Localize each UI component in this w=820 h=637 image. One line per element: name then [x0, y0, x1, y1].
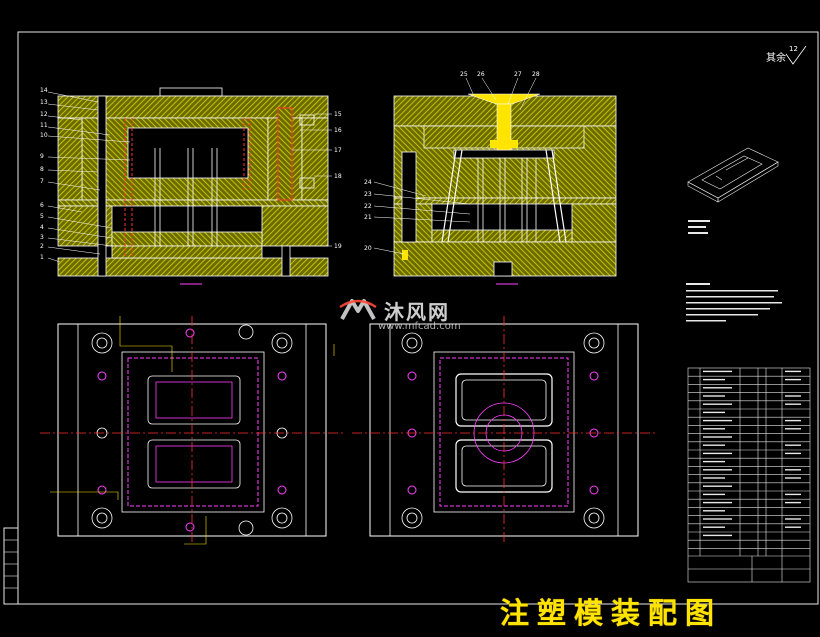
svg-text:16: 16 [334, 127, 342, 134]
svg-text:20: 20 [364, 245, 372, 252]
side-strip-lines [4, 539, 18, 589]
part-notes [688, 220, 710, 234]
table-cell-mark [785, 477, 801, 479]
table-cell-mark [785, 501, 801, 504]
table-cell-mark [703, 452, 732, 455]
svg-text:13: 13 [40, 99, 48, 106]
svg-text:24: 24 [364, 179, 372, 186]
table-cell-mark [703, 444, 725, 446]
svg-text:8: 8 [40, 166, 44, 173]
svg-text:其余: 其余 [766, 51, 786, 64]
table-cell-mark [703, 501, 732, 504]
svg-text:6: 6 [40, 202, 44, 209]
svg-text:1: 1 [40, 254, 44, 261]
table-cell-mark [785, 518, 801, 520]
section-view-right [393, 93, 617, 277]
watermark-url: www.mfcad.com [378, 321, 461, 332]
table-cell-mark [785, 444, 801, 446]
svg-text:5: 5 [40, 213, 44, 220]
svg-text:26: 26 [477, 71, 485, 78]
table-cell-mark [703, 510, 725, 512]
part-labels-left: 14 13 12 11 10 9 8 7 6 5 4 3 2 1 [40, 87, 48, 261]
part-labels-top: 25 26 27 28 [460, 71, 540, 78]
leaders-top [465, 77, 537, 111]
table-cell-mark [703, 419, 732, 422]
part-labels-right: 15 16 17 18 19 [334, 111, 342, 250]
svg-text:4: 4 [40, 224, 44, 231]
leaders-side [373, 181, 471, 255]
table-cell-mark [703, 428, 725, 430]
table-cell-mark [703, 460, 725, 463]
svg-text:18: 18 [334, 173, 342, 180]
table-cell-mark [785, 526, 801, 528]
drawing-border [17, 31, 819, 605]
parts-list-table [687, 367, 811, 583]
table-cell-mark [703, 485, 732, 487]
side-strip [3, 527, 19, 605]
plan-view-fixed-half [352, 316, 656, 544]
svg-text:21: 21 [364, 214, 372, 221]
table-cell-mark [703, 387, 732, 389]
part-isometric-view [687, 147, 779, 203]
table-cell-mark [785, 469, 801, 471]
drawing-title: 注塑模装配图 [500, 596, 723, 630]
part-labels-side: 24 23 22 21 20 [364, 179, 372, 252]
table-cell-mark [703, 469, 732, 471]
parts-list-text [703, 370, 801, 537]
table-cell-mark [785, 370, 801, 373]
table-cell-mark [703, 395, 725, 397]
plan-view-moving-half [40, 316, 344, 545]
table-cell-mark [703, 411, 725, 414]
svg-text:12: 12 [40, 111, 48, 118]
table-cell-mark [785, 428, 801, 430]
table-cell-mark [703, 370, 732, 373]
table-cell-mark [785, 452, 801, 455]
table-cell-mark [785, 403, 801, 405]
svg-text:3: 3 [40, 234, 44, 241]
svg-text:14: 14 [40, 87, 48, 94]
table-cell-mark [703, 526, 725, 528]
table-cell-mark [785, 419, 801, 422]
watermark-logo-icon [339, 298, 377, 320]
svg-text:15: 15 [334, 111, 342, 118]
svg-text:25: 25 [460, 71, 468, 78]
svg-text:2: 2 [40, 243, 44, 250]
watermark-text: 沐风网 [384, 300, 450, 324]
svg-text:23: 23 [364, 191, 372, 198]
watermark: 沐风网 [338, 296, 450, 325]
table-cell-mark [703, 403, 732, 405]
roughness-symbol: 其余 12 [766, 45, 807, 65]
svg-text:22: 22 [364, 203, 372, 210]
technical-requirements [686, 283, 782, 322]
svg-text:11: 11 [40, 122, 48, 129]
svg-text:9: 9 [40, 153, 44, 160]
svg-text:27: 27 [514, 71, 522, 78]
svg-text:10: 10 [40, 132, 48, 139]
table-cell-mark [703, 534, 732, 537]
leaders-right [290, 113, 332, 247]
table-cell-mark [785, 378, 801, 381]
table-cell-mark [703, 378, 725, 381]
table-cell-mark [703, 477, 725, 479]
svg-text:28: 28 [532, 71, 540, 78]
table-cell-mark [703, 518, 732, 520]
svg-text:12: 12 [789, 45, 798, 53]
table-cell-mark [703, 493, 725, 496]
section-view-left [57, 87, 329, 277]
table-cell-mark [703, 436, 732, 438]
svg-text:17: 17 [334, 147, 342, 154]
table-cell-mark [785, 395, 801, 397]
svg-text:7: 7 [40, 178, 44, 185]
svg-text:19: 19 [334, 243, 342, 250]
leaders-left [47, 91, 131, 263]
table-cell-mark [785, 493, 801, 496]
